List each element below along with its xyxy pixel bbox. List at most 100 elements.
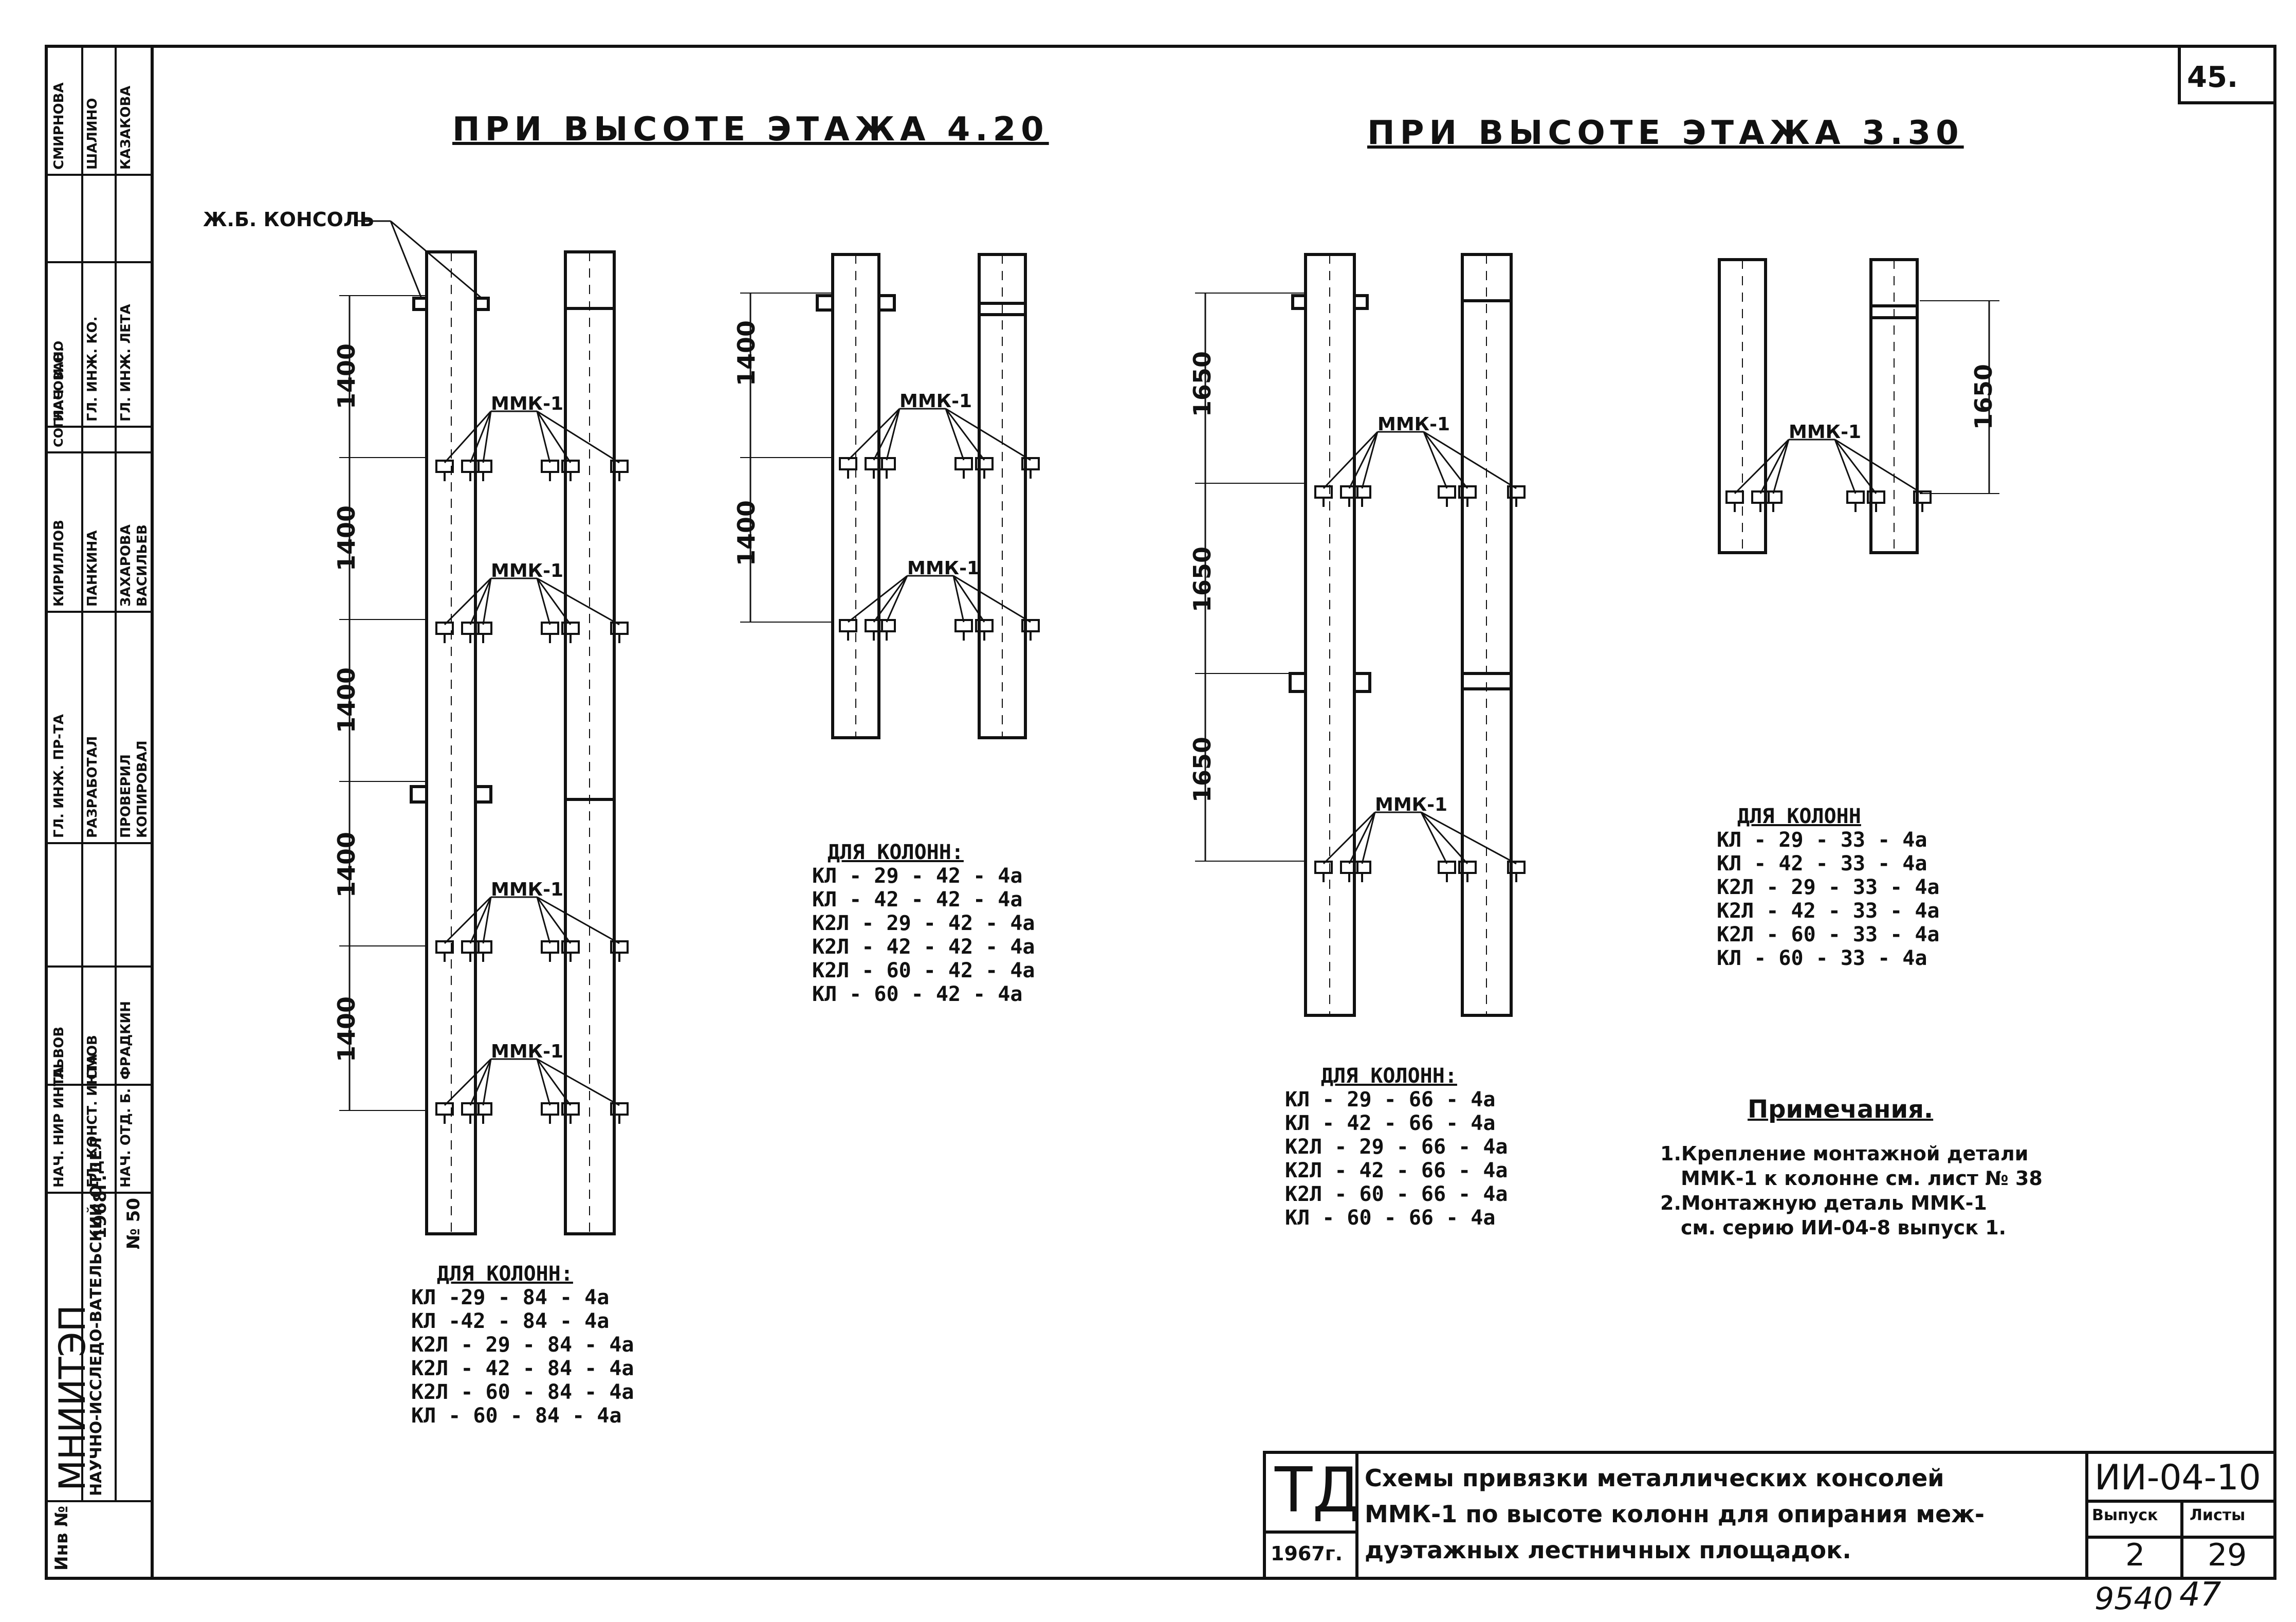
column-mark: К2Л - 60 - 42 - 4а: [812, 959, 1035, 982]
column-mark: КЛ - 29 - 33 - 4а: [1717, 828, 1927, 852]
leader-line: [482, 897, 492, 944]
leader-line: [1423, 431, 1448, 489]
leader-line: [537, 577, 620, 626]
leader-line: [536, 1059, 572, 1106]
column-pair-2: [740, 253, 1027, 739]
note-line: см. серию ИИ-04-8 выпуск 1.: [1681, 1216, 2007, 1239]
leader-line: [482, 411, 492, 463]
stamp-name: СМОВ: [85, 1035, 100, 1080]
stamp-role: НАЧ. И.О.: [51, 347, 67, 422]
leader-line: [1420, 811, 1468, 865]
leader-line: [1361, 812, 1376, 864]
stamp-name: КАЗАКОВА: [118, 85, 134, 170]
mmk-1-bracket: [435, 410, 629, 481]
stamp-inv: Инв №: [51, 1505, 72, 1571]
leader-line: [886, 575, 908, 623]
column-mark: К2Л - 60 - 66 - 4а: [1285, 1182, 1508, 1206]
mmk-1-bracket: [839, 575, 1040, 641]
rc-console: [474, 785, 492, 804]
column-mark: КЛ - 42 - 66 - 4а: [1285, 1111, 1496, 1135]
mmk-label: ММК-1: [907, 558, 980, 579]
stamp-name: СМИРНОВА: [51, 82, 67, 170]
mmk-1-bracket: [435, 1058, 629, 1124]
column-mark: К2Л - 42 - 42 - 4а: [812, 935, 1035, 959]
leader-line: [886, 408, 901, 461]
column-mark: КЛ - 29 - 42 - 4а: [812, 864, 1023, 888]
sheet-number-box: [2178, 45, 2276, 104]
leader-line: [536, 411, 572, 463]
leader-line: [1348, 812, 1376, 864]
column-mark: КЛ - 42 - 33 - 4а: [1717, 852, 1927, 876]
stamp-role: ГЛ. ИНЖ. ПР-ТА: [51, 714, 67, 838]
mmk-label: ММК-1: [491, 1041, 564, 1062]
mmk-1-bracket: [1314, 431, 1526, 507]
leader-line: [1323, 811, 1376, 865]
leader-line: [953, 575, 1031, 623]
column-mark: К2Л - 60 - 84 - 4а: [411, 1380, 634, 1404]
mmk-1-bracket: [1314, 811, 1526, 882]
leader-line: [482, 1059, 492, 1106]
stamp-role: ГЛ. ИНЖ. ЛЕТА: [118, 304, 134, 422]
title-height-420: ПРИ ВЫСОТЕ ЭТАЖА 4.20: [452, 111, 1049, 149]
leader-line: [1772, 439, 1790, 494]
leader-line: [952, 575, 965, 623]
column-pair-3: [1195, 253, 1513, 1017]
leader-line: [847, 408, 901, 461]
description-line: Схемы привязки металлических консолей: [1365, 1464, 1944, 1492]
mmk-1-bracket: [839, 408, 1040, 479]
stamp-name: ШАЛИНО: [85, 98, 100, 170]
dimension-1400: 1400: [333, 505, 361, 572]
title-block: [1263, 1451, 2276, 1580]
leader-line: [1834, 439, 1923, 495]
leader-line: [873, 575, 908, 623]
note-line: 2.Монтажную деталь ММК-1: [1660, 1192, 1987, 1214]
stamp-name: ПАНКИНА: [85, 530, 100, 607]
leader-line: [536, 1059, 551, 1106]
issue-label: Выпуск: [2092, 1506, 2158, 1524]
column-list-2: ДЛЯ КОЛОНН: КЛ - 29 - 42 - 4а КЛ - 42 - …: [812, 841, 1035, 1006]
side-stamp-grid: [46, 46, 152, 1502]
dimension-1400: 1400: [732, 320, 761, 387]
issue-number: 2: [2125, 1537, 2145, 1573]
leader-line: [536, 897, 572, 944]
dimension-1650: 1650: [1188, 546, 1217, 613]
leader-line: [536, 578, 572, 625]
leader-line: [1734, 439, 1790, 495]
leader-line: [945, 408, 985, 461]
note-line: ММК-1 к колонне см. лист № 38: [1681, 1167, 2043, 1190]
mmk-label: ММК-1: [491, 393, 564, 414]
mmk-label: ММК-1: [491, 560, 564, 581]
leader-line: [945, 408, 965, 461]
stamp-name: ЛЬВОВ: [51, 1026, 67, 1080]
column-list-heading: ДЛЯ КОЛОНН:: [437, 1262, 573, 1286]
stamp-role: НАЧ. НИР ИНТА: [51, 1067, 67, 1188]
stamp-role: РАЗРАБОТАЛ: [85, 736, 100, 838]
leader-line: [536, 578, 551, 625]
column-list-heading: ДЛЯ КОЛОНН:: [828, 841, 964, 864]
dimension-1400: 1400: [333, 996, 361, 1063]
mmk-label: ММК-1: [1377, 414, 1450, 435]
sheet-number: 45.: [2187, 61, 2238, 94]
mmk-1-bracket: [1725, 439, 1932, 512]
leader-line: [1423, 431, 1468, 489]
stamp-role: ГЛ. ИНЖ. КО.: [85, 316, 100, 422]
column-mark: КЛ - 60 - 66 - 4а: [1285, 1206, 1496, 1230]
footer-code: 9540: [2095, 1581, 2173, 1617]
leader-line: [469, 411, 492, 463]
column-mark: К2Л - 42 - 66 - 4а: [1285, 1159, 1508, 1182]
mmk-label: ММК-1: [1789, 422, 1862, 443]
leader-line: [469, 578, 492, 625]
column-list-1: ДЛЯ КОЛОНН: КЛ -29 - 84 - 4а КЛ -42 - 84…: [411, 1262, 634, 1428]
notes-heading: Примечания.: [1748, 1095, 1934, 1124]
column-mark: К2Л - 29 - 42 - 4а: [812, 912, 1035, 935]
side-stamp-frame: [45, 45, 154, 1580]
side-stamp: МНИИТЭП НАУЧНО-ИССЛЕДО-ВАТЕЛЬСКИЙ ОТДЕЛ …: [0, 0, 152, 1578]
column-list-heading: ДЛЯ КОЛОНН:: [1321, 1064, 1457, 1088]
leader-line: [1323, 431, 1379, 489]
column-mark: КЛ - 42 - 42 - 4а: [812, 888, 1023, 912]
leader-line: [444, 410, 492, 464]
description-line: ММК-1 по высоте колонн для опирания меж-: [1365, 1500, 1985, 1528]
leader-line: [1421, 811, 1517, 865]
leader-line: [537, 410, 620, 464]
